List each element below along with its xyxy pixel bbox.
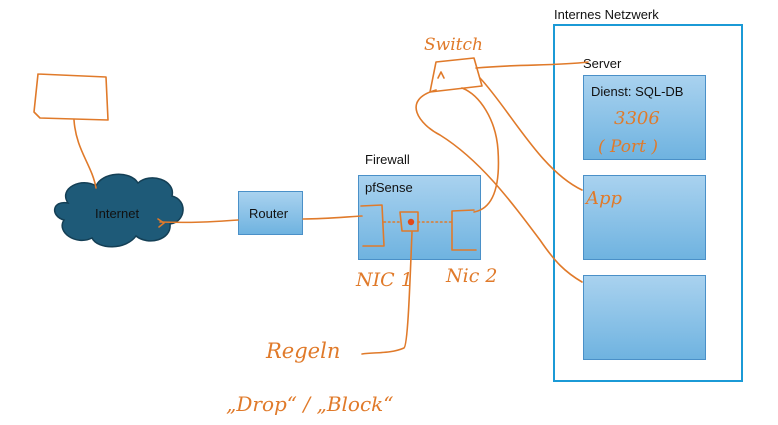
server-box-app: [583, 175, 706, 260]
port-note-handwriting: ( Port ): [598, 137, 658, 157]
nic2-handwriting: Nic 2: [445, 265, 497, 287]
internal-network-label: Internes Netzwerk: [554, 7, 659, 22]
nic1-handwriting: NIC 1: [355, 269, 413, 291]
server-label: Server: [583, 56, 622, 71]
rule-dot: [407, 218, 415, 226]
port-handwriting: 3306: [614, 108, 660, 129]
internal-network-frame: [553, 24, 743, 382]
internet-label: Internet: [95, 206, 139, 221]
annotation-strokes: [33, 57, 589, 355]
actions-handwriting: „Drop“ / „Block“: [226, 392, 394, 416]
app-handwriting: App: [584, 188, 623, 209]
router-box: Router: [238, 191, 303, 235]
firewall-label: Firewall: [365, 152, 410, 167]
server-box-sql: Dienst: SQL-DB: [583, 75, 706, 160]
service-label: Dienst: SQL-DB: [591, 84, 684, 99]
switch-handwriting: Switch: [424, 35, 483, 55]
server-box-empty: [583, 275, 706, 360]
internet-cloud: [54, 173, 184, 248]
rules-handwriting: Regeln: [265, 339, 340, 363]
router-label: Router: [249, 206, 289, 221]
pfsense-label: pfSense: [365, 180, 413, 195]
